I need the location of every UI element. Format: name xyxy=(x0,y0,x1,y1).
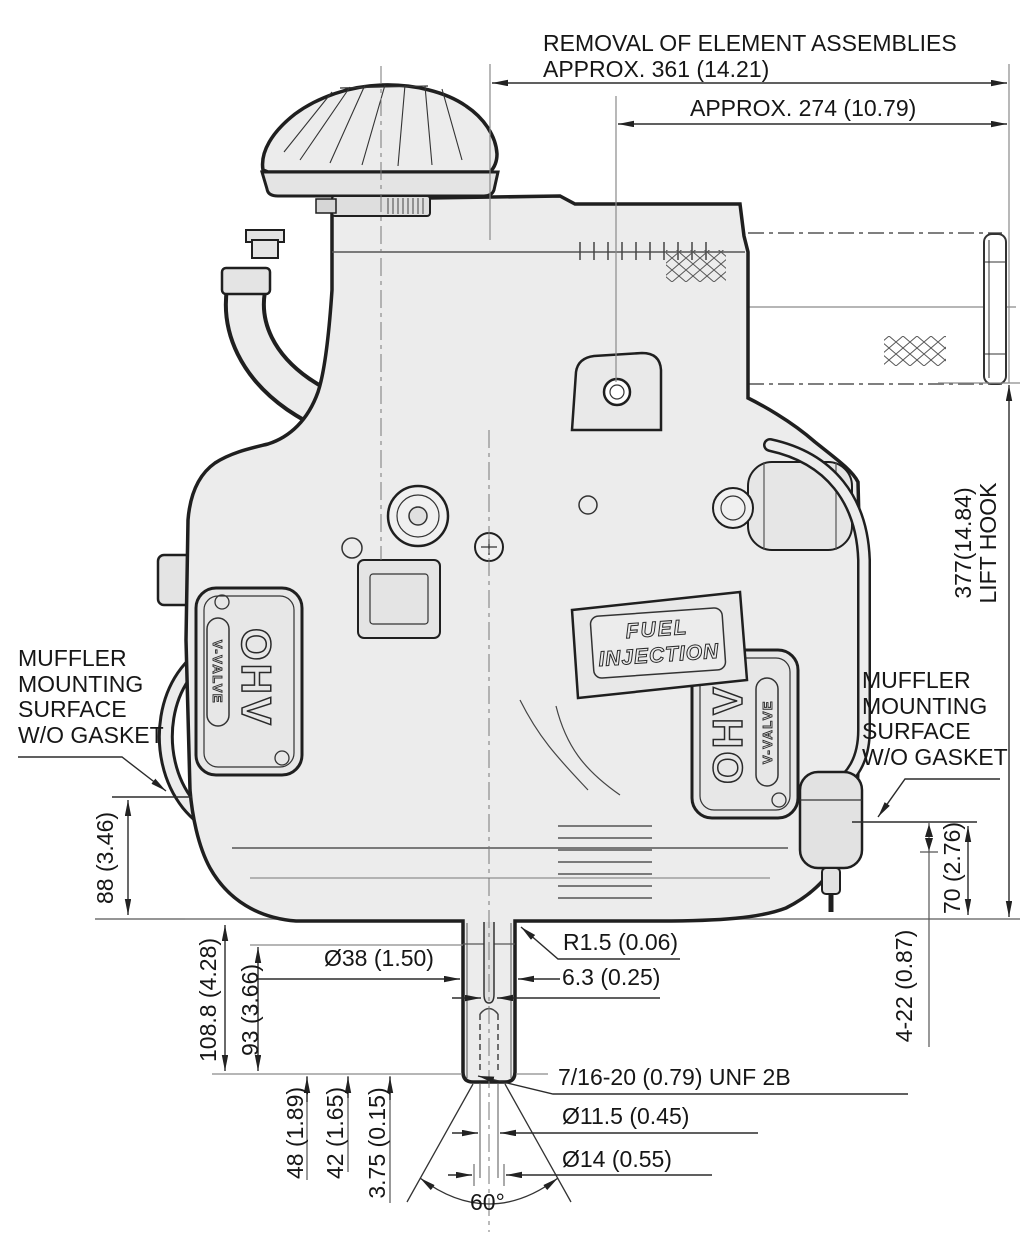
thread-label: 7/16-20 (0.79) UNF 2B xyxy=(558,1064,791,1090)
removal-note-line1: REMOVAL OF ELEMENT ASSEMBLIES xyxy=(543,30,957,56)
dimension-graphics xyxy=(18,64,1020,1205)
air-cleaner xyxy=(259,83,500,217)
throttle-right xyxy=(712,487,754,529)
cone-lines xyxy=(406,1083,572,1203)
centerlines xyxy=(380,66,490,1232)
dim-93-label: 93 (3.66) xyxy=(237,963,263,1057)
dim-63-label: 6.3 (0.25) xyxy=(562,964,661,990)
boss-left xyxy=(341,537,363,559)
angle-arc xyxy=(419,1177,559,1205)
fuel-pump xyxy=(357,559,441,639)
leader-thread xyxy=(477,1075,908,1095)
element-end-cap xyxy=(983,233,1007,385)
vvalve-label-left: V-VALVE xyxy=(210,640,225,704)
element-hatch-bracket xyxy=(666,250,726,282)
lift-hook-label: 377(14.84) LIFT HOOK xyxy=(950,482,1001,604)
dim-42-label: 42 (1.65) xyxy=(322,1086,348,1180)
fuel-filter xyxy=(798,770,864,912)
hose-clamp xyxy=(315,195,431,217)
boss-top xyxy=(578,495,598,515)
dim-88-label: 88 (3.46) xyxy=(92,811,118,905)
dim-o14-label: Ø14 (0.55) xyxy=(562,1146,672,1172)
right-hose xyxy=(763,438,871,792)
vvalve-label-right: V-VALVE xyxy=(760,700,775,764)
lift-hook-bracket xyxy=(570,351,663,432)
dim-48-label: 48 (1.89) xyxy=(282,1086,308,1180)
engine-body: V-VALVE OHV V-VALVE OHV FUEL INJECTION xyxy=(156,83,871,1084)
dim-o38-label: Ø38 (1.50) xyxy=(324,945,434,971)
engine-silhouette xyxy=(184,194,864,1084)
throttle-body xyxy=(386,484,450,548)
angle-60-label: 60° xyxy=(470,1189,505,1215)
fuel-injection-panel: FUEL INJECTION xyxy=(570,590,749,700)
ohv-label-left: OHV xyxy=(233,628,280,728)
leader-muffler-left xyxy=(18,756,167,792)
ohv-label-right: OHV xyxy=(704,684,751,784)
dim-274-label: APPROX. 274 (10.79) xyxy=(690,95,917,121)
wiring xyxy=(519,699,621,796)
muffler-note-left: MUFFLER MOUNTING SURFACE W/O GASKET xyxy=(18,645,164,748)
fuel-label: FUEL xyxy=(625,616,689,643)
element-hatch xyxy=(884,336,946,366)
muffler-note-right: MUFFLER MOUNTING SURFACE W/O GASKET xyxy=(862,667,1008,770)
valve-cover-right: V-VALVE OHV xyxy=(690,648,800,820)
leader-r15 xyxy=(520,926,680,960)
valve-cover-left: V-VALVE OHV xyxy=(194,586,304,777)
bolt-top-left xyxy=(245,229,285,259)
leader-muffler-right xyxy=(877,778,1000,818)
dim-70-label: 70 (2.76) xyxy=(939,821,965,915)
dim-108-8-label: 108.8 (4.28) xyxy=(195,937,221,1063)
cooling-fins xyxy=(558,825,652,899)
dim-o115-label: Ø11.5 (0.45) xyxy=(562,1103,690,1129)
dim-r15-label: R1.5 (0.06) xyxy=(563,929,679,955)
keyway xyxy=(483,922,495,1004)
dim-3-75-label: 3.75 (0.15) xyxy=(364,1087,390,1199)
removal-note-line2: APPROX. 361 (14.21) xyxy=(543,56,770,82)
dim-4-22-label: 4-22 (0.87) xyxy=(891,929,917,1043)
